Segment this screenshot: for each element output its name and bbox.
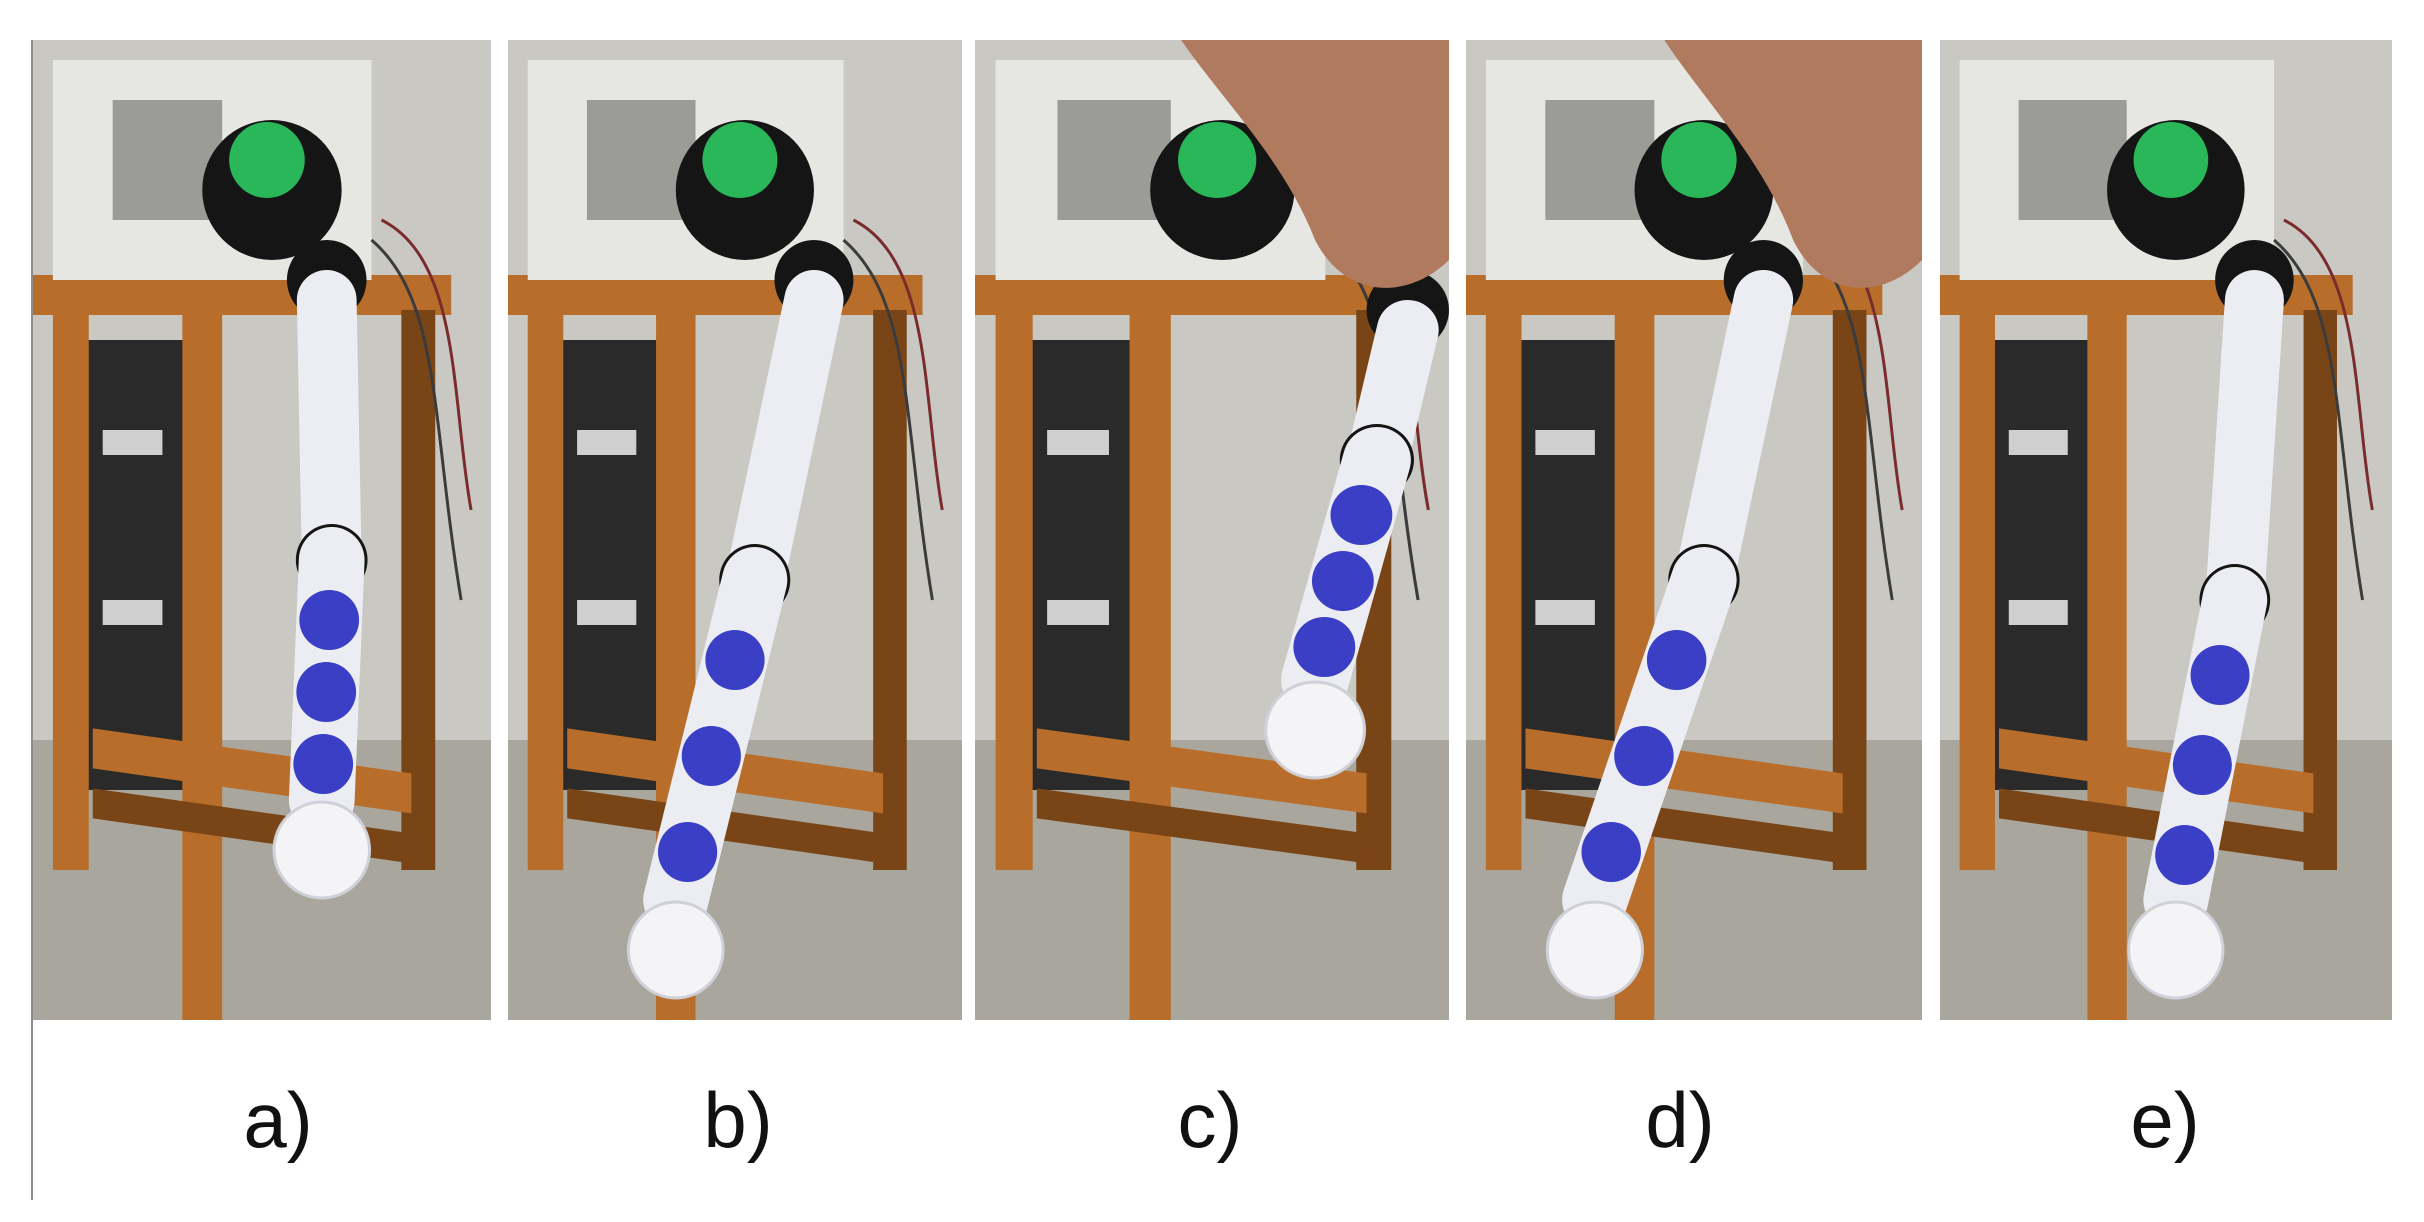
cabinet-handle xyxy=(577,430,637,455)
ball-end-effector xyxy=(1545,900,1644,1000)
photo-scene xyxy=(508,40,962,1020)
table-top xyxy=(33,275,452,315)
photo-panel-d xyxy=(1466,40,1922,1020)
upper-arm-link xyxy=(2205,270,2284,630)
table-shelf xyxy=(1036,788,1367,864)
upper-arm-link xyxy=(1674,270,1794,610)
table-leg xyxy=(527,310,564,870)
green-led xyxy=(1177,122,1257,198)
tape-band xyxy=(1330,485,1393,545)
table-leg xyxy=(52,310,89,870)
ball-end-effector xyxy=(1264,680,1367,780)
table-leg xyxy=(2087,310,2127,1020)
table-leg xyxy=(995,310,1033,870)
green-led xyxy=(2133,122,2209,198)
caption-c: c) xyxy=(1177,1076,1243,1164)
wire xyxy=(2283,218,2374,511)
table-leg xyxy=(182,310,223,1020)
table-leg xyxy=(1129,310,1171,1020)
ball-end-effector xyxy=(272,800,372,900)
table-shelf xyxy=(1998,728,2314,814)
caption-a: a) xyxy=(243,1076,313,1164)
tape-band xyxy=(1614,726,1674,786)
cabinet-handle xyxy=(2008,600,2068,625)
table-top xyxy=(975,275,1408,315)
table-top xyxy=(1466,275,1883,315)
tape-band xyxy=(681,726,741,786)
left-border-line xyxy=(31,40,33,1200)
wire xyxy=(2273,238,2364,601)
wire xyxy=(380,218,473,511)
green-led xyxy=(229,122,305,198)
caption-e: e) xyxy=(2130,1076,2200,1164)
tape-band xyxy=(1311,551,1374,611)
photo-panel-b xyxy=(508,40,962,1020)
human-hand xyxy=(1664,40,1922,288)
table-shelf xyxy=(1525,728,1843,814)
table-top xyxy=(508,275,923,315)
cabinet-handle xyxy=(1535,600,1595,625)
photo-panel-e xyxy=(1940,40,2392,1020)
photo-scene xyxy=(1940,40,2392,1020)
tape-band xyxy=(1646,630,1707,690)
photo-panel-c xyxy=(975,40,1449,1020)
ball-end-effector xyxy=(626,900,725,1000)
photo-panel-a xyxy=(33,40,491,1020)
wire xyxy=(852,218,944,511)
caption-b: b) xyxy=(703,1076,773,1164)
green-led xyxy=(702,122,778,198)
tape-band xyxy=(1293,617,1356,677)
tape-band xyxy=(1581,822,1641,882)
table-shelf xyxy=(1036,728,1367,814)
table-leg xyxy=(1485,310,1522,870)
tape-band xyxy=(2172,735,2232,795)
photo-scene xyxy=(1466,40,1922,1020)
upper-arm-link xyxy=(725,270,844,610)
caption-d: d) xyxy=(1645,1076,1715,1164)
table-leg xyxy=(1959,310,1996,870)
tape-band xyxy=(2155,825,2215,885)
tape-band xyxy=(296,662,357,722)
wire xyxy=(370,238,463,601)
tape-band xyxy=(299,590,360,650)
ball-end-effector xyxy=(2127,900,2225,1000)
wire xyxy=(842,238,934,601)
cabinet-handle xyxy=(1535,430,1595,455)
tape-band xyxy=(658,822,718,882)
green-led xyxy=(1661,122,1737,198)
cabinet-handle xyxy=(102,600,163,625)
photo-scene xyxy=(33,40,491,1020)
cabinet-handle xyxy=(102,430,163,455)
human-hand xyxy=(1181,40,1449,288)
cabinet-handle xyxy=(1047,430,1109,455)
tape-band xyxy=(2190,645,2250,705)
photo-scene xyxy=(975,40,1449,1020)
cabinet-handle xyxy=(577,600,637,625)
cabinet-handle xyxy=(2008,430,2068,455)
cabinet-handle xyxy=(1047,600,1109,625)
tape-band xyxy=(293,734,354,794)
tape-band xyxy=(705,630,765,690)
upper-arm-link xyxy=(296,270,362,590)
table-shelf xyxy=(1998,788,2314,864)
